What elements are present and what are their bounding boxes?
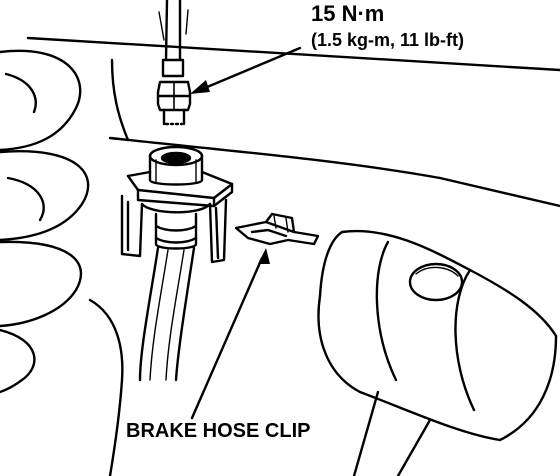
brake-hose xyxy=(138,212,198,382)
torque-value-label: 15 N·m xyxy=(311,1,385,26)
brake-hose-clip-label: BRAKE HOSE CLIP xyxy=(126,420,311,442)
brake-pipe xyxy=(158,0,189,62)
tool-in-hand xyxy=(317,229,558,476)
hose-fitting xyxy=(126,145,234,208)
flare-nut xyxy=(156,58,192,126)
torque-conversion-label: (1.5 kg-m, 11 lb-ft) xyxy=(311,30,465,50)
brake-hose-clip xyxy=(234,212,320,246)
torque-leader-arrow xyxy=(190,46,302,94)
strut-body xyxy=(26,36,560,476)
coil-spring xyxy=(0,49,90,394)
hose-bracket xyxy=(120,194,228,264)
clip-leader-arrow xyxy=(190,248,270,420)
